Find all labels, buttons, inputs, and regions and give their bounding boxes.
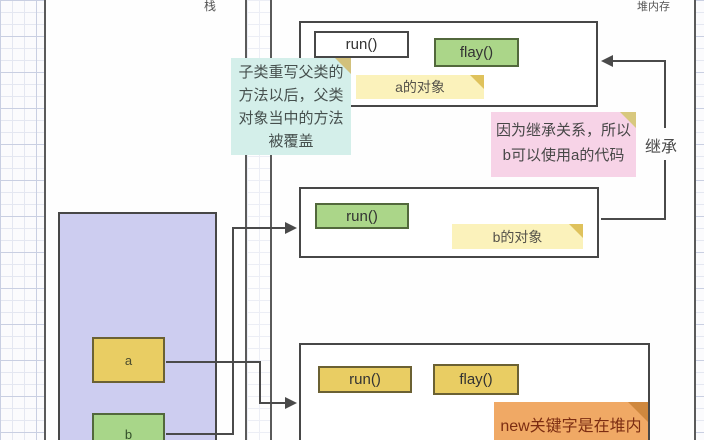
note-line: b可以使用a的代码 xyxy=(502,147,625,164)
parent-object-flay-method[interactable]: flay() xyxy=(433,364,519,395)
a-object-flay-method[interactable]: flay() xyxy=(434,38,519,67)
heap-region-label: 堆内存 xyxy=(637,1,670,13)
inheritance-label: 继承 xyxy=(645,139,678,156)
stack-lane-right-line xyxy=(270,0,272,440)
arrowhead xyxy=(285,222,297,234)
new-keyword-note[interactable]: new关键字是在堆内 xyxy=(494,402,648,440)
arrowhead xyxy=(285,397,297,409)
a-object-run-method[interactable]: run() xyxy=(314,31,409,58)
stack-lane-left-line xyxy=(245,0,247,440)
run-label: run() xyxy=(346,207,378,225)
note-line: 被覆盖 xyxy=(268,133,314,150)
stack-frame-box[interactable] xyxy=(58,212,217,440)
note-line: 方法以后，父类 xyxy=(238,87,344,104)
a-object-tag-note[interactable]: a的对象 xyxy=(356,75,484,99)
stack-region-label: 栈 xyxy=(204,0,217,13)
b-object-run-method[interactable]: run() xyxy=(315,203,409,229)
override-note[interactable]: 子类重写父类的 方法以后，父类 对象当中的方法 被覆盖 xyxy=(231,58,351,155)
b-object-tag-note[interactable]: b的对象 xyxy=(452,224,583,249)
variable-a-box[interactable]: a xyxy=(92,337,165,383)
note-fold-corner xyxy=(569,224,583,238)
b-object-tag-label: b的对象 xyxy=(492,228,543,245)
note-fold-corner xyxy=(470,75,484,89)
flay-label: flay() xyxy=(459,44,494,61)
run-label: run() xyxy=(345,36,378,53)
inherit-reason-note[interactable]: 因为继承关系，所以 b可以使用a的代码 xyxy=(491,112,636,177)
variable-a-label: a xyxy=(124,352,133,368)
variable-b-box[interactable]: b xyxy=(92,413,165,440)
note-line: 对象当中的方法 xyxy=(238,110,344,127)
arrowhead xyxy=(601,55,613,67)
a-object-tag-label: a的对象 xyxy=(395,79,445,95)
note-line: 因为继承关系，所以 xyxy=(495,122,631,139)
page-left-border xyxy=(44,0,46,440)
flay-label: flay() xyxy=(459,371,493,388)
run-label: run() xyxy=(349,371,381,388)
note-line: 子类重写父类的 xyxy=(238,64,344,81)
right-grid-margin xyxy=(694,0,704,440)
variable-b-label: b xyxy=(124,426,133,440)
parent-object-run-method[interactable]: run() xyxy=(318,366,412,393)
page-right-border xyxy=(694,0,696,440)
note-line: new关键字是在堆内 xyxy=(500,418,642,435)
left-grid-margin xyxy=(0,0,44,440)
